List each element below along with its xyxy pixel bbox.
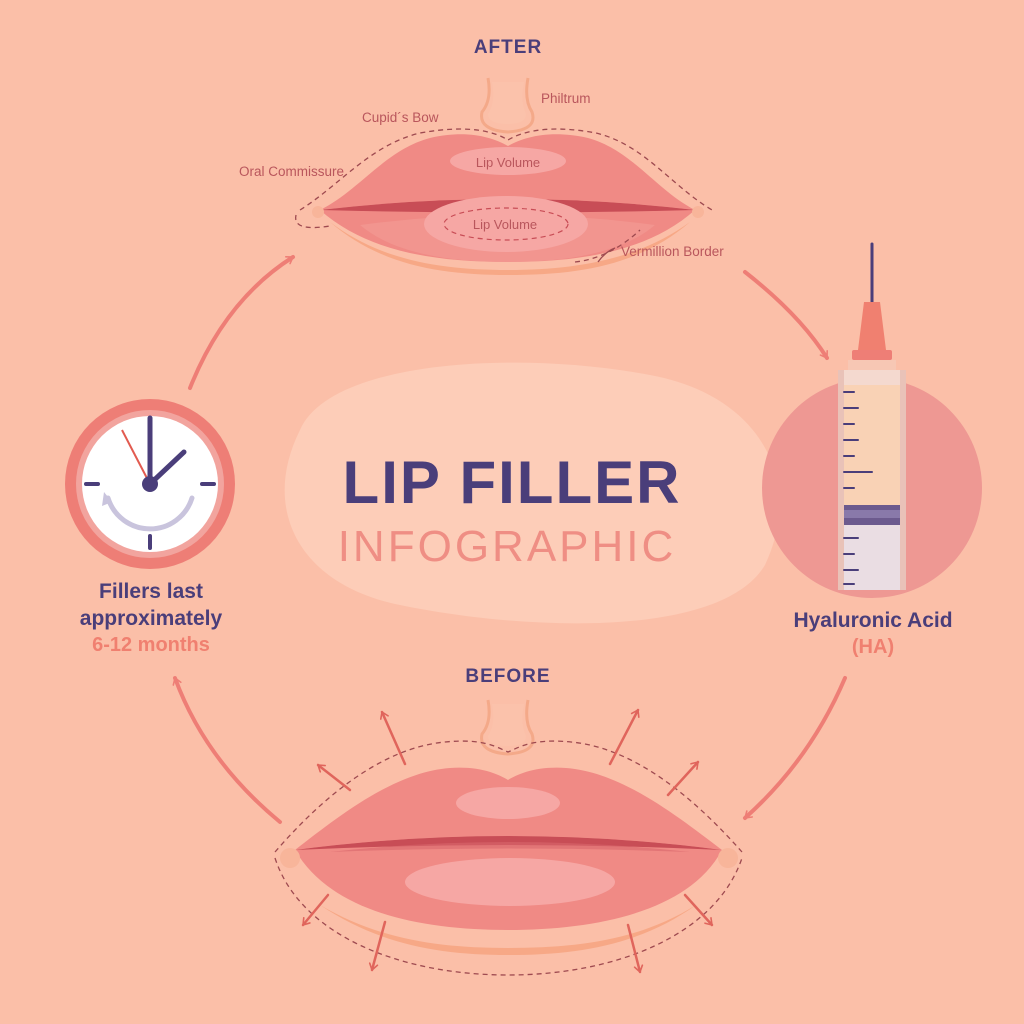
label-philtrum: Philtrum <box>541 91 591 106</box>
label-cupids-bow: Cupid´s Bow <box>362 110 439 125</box>
expand-arrow <box>368 920 387 972</box>
after-nose <box>480 77 535 134</box>
title-blob <box>284 362 780 624</box>
label-oral-commissure: Oral Commissure <box>239 164 345 179</box>
arrow-after-to-syringe <box>743 270 829 360</box>
label-vermillion-border: Vermillion Border <box>621 244 724 259</box>
clock-text-line2: approximately <box>79 607 223 630</box>
expand-arrow <box>379 710 407 766</box>
expand-arrow <box>626 923 644 974</box>
syringe-needle-hub <box>858 302 886 350</box>
expand-arrow <box>666 760 700 797</box>
syringe-name: Hyaluronic Acid <box>793 609 953 632</box>
arrow-clock-to-after <box>188 255 295 390</box>
label-lower-lip-volume: Lip Volume <box>472 217 538 232</box>
expand-arrow <box>608 708 640 766</box>
syringe-scale <box>843 391 873 585</box>
title-main: LIP FILLER <box>342 449 682 516</box>
clock-text-line1: Fillers last <box>99 580 203 603</box>
label-upper-lip-volume: Lip Volume <box>475 155 541 170</box>
clock-duration: 6-12 months <box>92 634 210 656</box>
title-sub: INFOGRAPHIC <box>337 522 677 571</box>
arrow-before-to-clock <box>172 676 282 824</box>
expand-arrow <box>316 763 352 792</box>
after-heading: AFTER <box>473 37 543 58</box>
before-outline-dash <box>274 740 743 853</box>
expand-arrow <box>301 893 330 927</box>
expand-arrow <box>683 893 714 927</box>
arrow-syringe-to-before <box>743 676 847 820</box>
before-heading: BEFORE <box>465 666 551 687</box>
syringe-abbr: (HA) <box>851 636 895 658</box>
before-nose <box>480 699 535 756</box>
